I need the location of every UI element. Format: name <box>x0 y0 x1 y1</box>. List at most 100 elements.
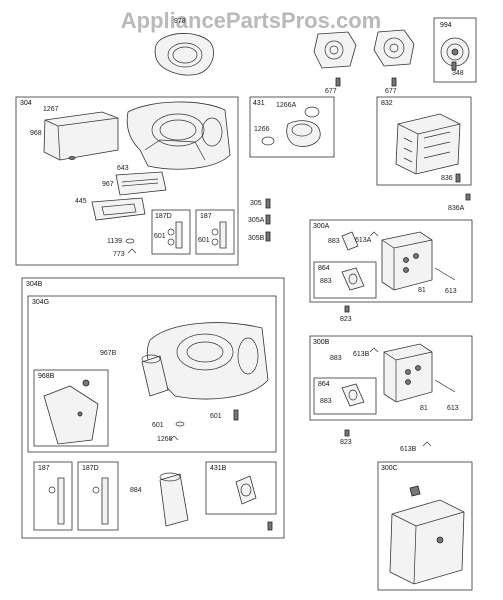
group-304B-title: 304B <box>26 281 43 288</box>
part-994-rotating-screen[interactable] <box>440 37 470 71</box>
group-864A-box <box>313 261 377 299</box>
label-643: 643 <box>117 165 129 172</box>
part-613-bolt-b[interactable] <box>434 379 456 393</box>
part-677-screen-b[interactable] <box>373 29 415 87</box>
part-613B-clip-b[interactable] <box>422 441 432 447</box>
part-883-gasket-c[interactable] <box>341 383 365 407</box>
part-305B-screw-b[interactable] <box>267 521 273 531</box>
part-823-screw-a[interactable] <box>344 305 350 313</box>
group-187D-top-title: 187D <box>155 213 172 220</box>
part-773-clip-b[interactable] <box>169 435 179 441</box>
part-601-tube-c[interactable] <box>48 477 65 525</box>
part-305B-screw[interactable] <box>265 231 271 242</box>
part-836A-screw[interactable] <box>465 193 471 201</box>
group-187D-bot-box <box>77 461 119 531</box>
group-187D-bot-title: 187D <box>82 465 99 472</box>
group-431-title: 431 <box>253 100 265 107</box>
part-967-panel[interactable] <box>115 171 167 196</box>
group-864B-box <box>313 377 377 415</box>
label-1139-top: 1139 <box>107 238 122 245</box>
group-431-box <box>249 96 335 158</box>
label-613A: 613A <box>355 237 372 244</box>
label-1266-top: 1266 <box>254 126 270 133</box>
group-300B-box <box>309 335 473 421</box>
group-300C-box <box>377 461 473 591</box>
label-883-300A-b: 883 <box>320 278 332 285</box>
label-305A: 305A <box>248 217 265 224</box>
part-968B-air-guide[interactable] <box>43 379 99 445</box>
part-305A-screw[interactable] <box>265 214 271 225</box>
label-836: 836 <box>441 175 453 182</box>
label-823-b: 823 <box>340 439 352 446</box>
group-832-box <box>376 96 472 186</box>
group-304G-title: 304G <box>32 299 49 306</box>
watermark-text: AppliancePartsPros.com <box>121 8 381 33</box>
part-677-screen-a[interactable] <box>313 31 357 87</box>
part-967B-tube[interactable] <box>159 472 189 527</box>
group-864A-title: 864 <box>318 265 330 272</box>
part-884-muffler[interactable] <box>389 499 465 585</box>
part-601-tube-d[interactable] <box>92 477 109 525</box>
label-883-300B-b: 883 <box>320 398 332 405</box>
part-968-air-guide[interactable] <box>43 111 119 161</box>
label-81-300B: 81 <box>420 405 428 412</box>
group-187-top-box <box>195 209 235 255</box>
label-836A: 836A <box>448 205 465 212</box>
group-187-top-title: 187 <box>200 213 212 220</box>
part-601-tube-a[interactable] <box>167 221 183 249</box>
part-883-gasket-a[interactable] <box>341 231 359 251</box>
part-blower-housing-304[interactable] <box>126 101 231 170</box>
group-300A-title: 300A <box>313 223 330 230</box>
part-601-tube-b[interactable] <box>211 221 227 249</box>
group-187-bot-title: 187 <box>38 465 50 472</box>
group-304-title: 304 <box>20 100 32 107</box>
label-978: 978 <box>174 18 186 25</box>
label-883-300A-a: 883 <box>328 238 340 245</box>
group-187-bot-box <box>33 461 73 531</box>
part-305C-screw[interactable] <box>233 409 239 421</box>
part-823-screw-b[interactable] <box>344 429 350 437</box>
part-978-blower-cover[interactable] <box>154 33 214 76</box>
part-445B-filter[interactable] <box>141 354 169 397</box>
part-1139-grommet[interactable] <box>125 238 135 244</box>
label-305C: 601 <box>210 413 222 420</box>
label-1266A: 1266A <box>276 102 297 109</box>
label-883-300B-a: 883 <box>330 355 342 362</box>
group-832-title: 832 <box>381 100 393 107</box>
part-740A-tab[interactable] <box>409 485 421 497</box>
label-773-bot: 1266 <box>157 436 173 443</box>
part-613-bolt[interactable] <box>434 267 456 281</box>
label-677-b: 677 <box>385 88 397 95</box>
label-823-a: 823 <box>340 316 352 323</box>
group-431B-box <box>205 461 277 515</box>
part-836-screw[interactable] <box>455 173 461 183</box>
group-994-box <box>433 17 477 83</box>
label-1139-bot: 601 <box>152 422 164 429</box>
label-613B-b: 613B <box>400 446 417 453</box>
group-304-box <box>15 96 239 266</box>
part-445-panel[interactable] <box>91 197 146 221</box>
part-305-screw[interactable] <box>265 198 271 209</box>
part-613B-clip-a[interactable] <box>369 347 379 353</box>
label-81-300A: 81 <box>418 287 426 294</box>
group-187D-top-box <box>151 209 191 255</box>
label-1267: 1267 <box>43 106 59 113</box>
label-613-300B: 613 <box>447 405 459 412</box>
label-773-top: 773 <box>113 251 125 258</box>
part-1139-grommet-b[interactable] <box>175 421 185 427</box>
part-muffler-300A[interactable] <box>381 231 433 291</box>
group-300B-title: 300B <box>313 339 330 346</box>
part-883-gasket-b[interactable] <box>341 267 365 291</box>
group-300C-title: 300C <box>381 465 398 472</box>
part-984-elbow[interactable] <box>235 475 257 505</box>
part-1266-elbow[interactable] <box>261 120 321 147</box>
label-601-top-a: 601 <box>154 233 166 240</box>
part-1266A-gasket[interactable] <box>304 106 320 118</box>
label-445: 445 <box>75 198 87 205</box>
part-773-clip[interactable] <box>127 248 137 254</box>
label-445B: 967B <box>100 350 117 357</box>
part-muffler-300B[interactable] <box>383 343 433 403</box>
part-613A-clip[interactable] <box>369 231 379 237</box>
part-832-muffler-guard[interactable] <box>395 113 461 175</box>
